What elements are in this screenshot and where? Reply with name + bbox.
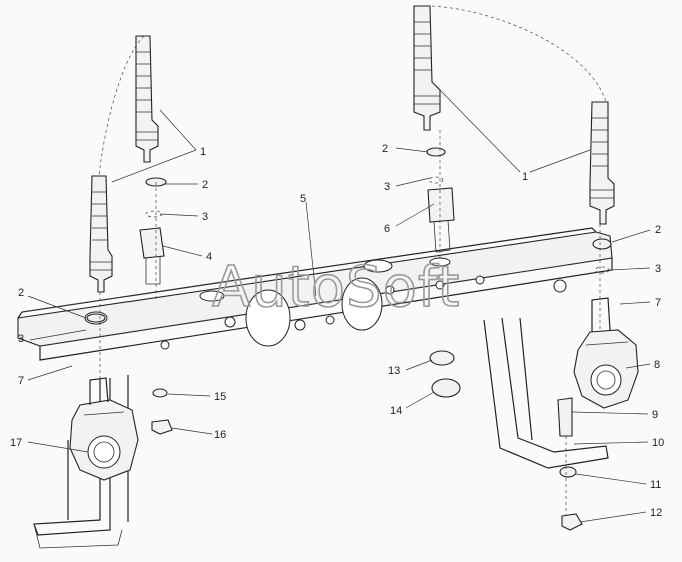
callout-3: 3 bbox=[18, 333, 24, 345]
callout-labels: 1 1 2 2 2 2 3 3 3 3 4 5 6 7 7 8 9 10 11 … bbox=[10, 143, 664, 519]
right-leg bbox=[483, 317, 609, 469]
callout-8: 8 bbox=[654, 359, 660, 371]
callout-15: 15 bbox=[214, 391, 226, 403]
hose-right bbox=[589, 101, 615, 225]
assembly-guides bbox=[98, 5, 607, 516]
leader-lines bbox=[27, 89, 651, 523]
glad-hand-right bbox=[573, 297, 639, 409]
callout-2: 2 bbox=[382, 143, 388, 155]
callout-6: 6 bbox=[384, 223, 390, 235]
callout-2: 2 bbox=[655, 224, 661, 236]
callout-2: 2 bbox=[18, 287, 24, 299]
small-parts bbox=[86, 147, 612, 531]
callout-4: 4 bbox=[206, 251, 212, 263]
callout-9: 9 bbox=[652, 409, 658, 421]
callout-1: 1 bbox=[522, 171, 528, 183]
callout-11: 11 bbox=[650, 479, 661, 491]
callout-14: 14 bbox=[390, 405, 402, 417]
callout-3: 3 bbox=[202, 211, 208, 223]
callout-17: 17 bbox=[10, 437, 22, 449]
callout-7: 7 bbox=[18, 375, 24, 387]
callout-2: 2 bbox=[202, 179, 208, 191]
callout-16: 16 bbox=[214, 429, 226, 441]
callout-5: 5 bbox=[300, 193, 306, 205]
callout-13: 13 bbox=[388, 365, 400, 377]
callout-3: 3 bbox=[384, 181, 390, 193]
callout-12: 12 bbox=[650, 507, 662, 519]
callout-1: 1 bbox=[200, 146, 206, 158]
callout-7: 7 bbox=[655, 297, 661, 309]
glad-hand-left bbox=[69, 377, 139, 481]
callout-3: 3 bbox=[655, 263, 661, 275]
watermark-text: AutoSoft bbox=[212, 255, 461, 320]
hose-left-top bbox=[135, 35, 159, 163]
hose-left-bottom bbox=[89, 175, 113, 293]
hose-center-top bbox=[413, 5, 441, 131]
callout-10: 10 bbox=[652, 437, 664, 449]
